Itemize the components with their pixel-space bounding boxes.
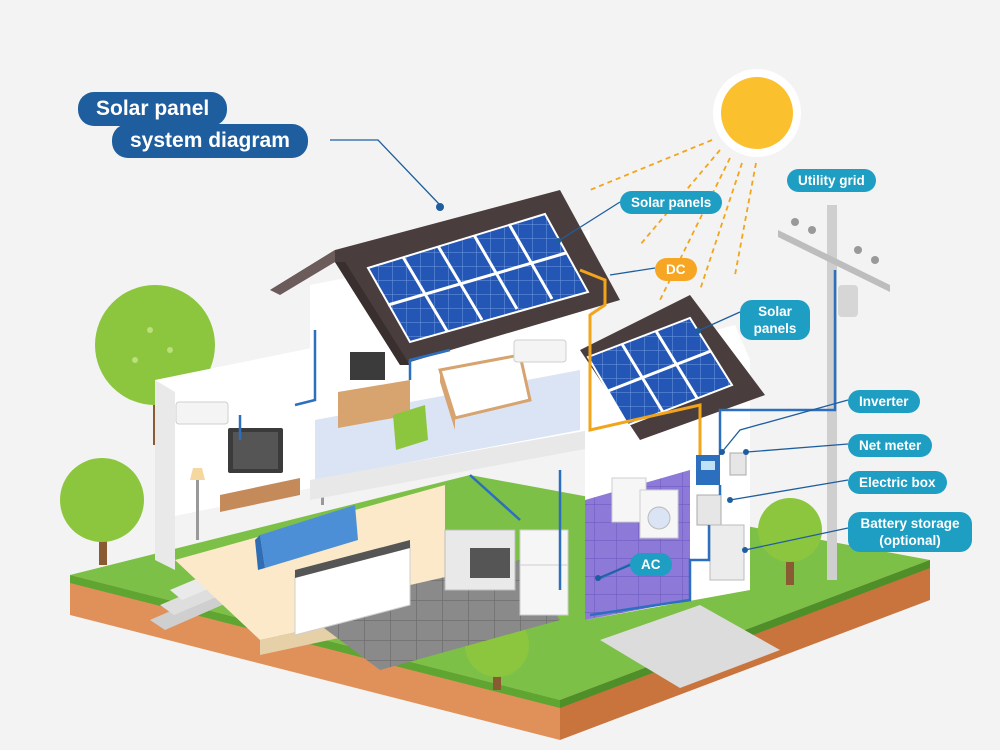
utility-pole bbox=[778, 205, 890, 580]
sun-rays bbox=[589, 139, 757, 301]
side-solar-array bbox=[586, 316, 734, 427]
label-solar-panels-top: Solar panels bbox=[620, 191, 723, 214]
label-inverter: Inverter bbox=[848, 390, 920, 413]
sun-icon bbox=[713, 69, 801, 157]
ac-wiring bbox=[238, 270, 837, 617]
label-utility-grid: Utility grid bbox=[787, 169, 876, 192]
label-battery-storage: Battery storage (optional) bbox=[848, 512, 972, 552]
label-dc: DC bbox=[655, 258, 697, 281]
equipment-wall bbox=[696, 452, 747, 581]
label-net-meter: Net meter bbox=[848, 434, 933, 457]
tree-right bbox=[758, 498, 822, 585]
label-electric-box: Electric box bbox=[848, 471, 947, 494]
main-solar-array bbox=[366, 212, 590, 344]
label-ac: AC bbox=[630, 553, 672, 576]
tree-left-small bbox=[60, 458, 144, 565]
title-line-1: Solar panel bbox=[78, 92, 228, 126]
title-line-2: system diagram bbox=[112, 124, 308, 158]
leader-lines bbox=[330, 139, 849, 579]
label-solar-panels-side: Solar panels bbox=[740, 300, 810, 340]
dc-wiring bbox=[579, 268, 702, 455]
